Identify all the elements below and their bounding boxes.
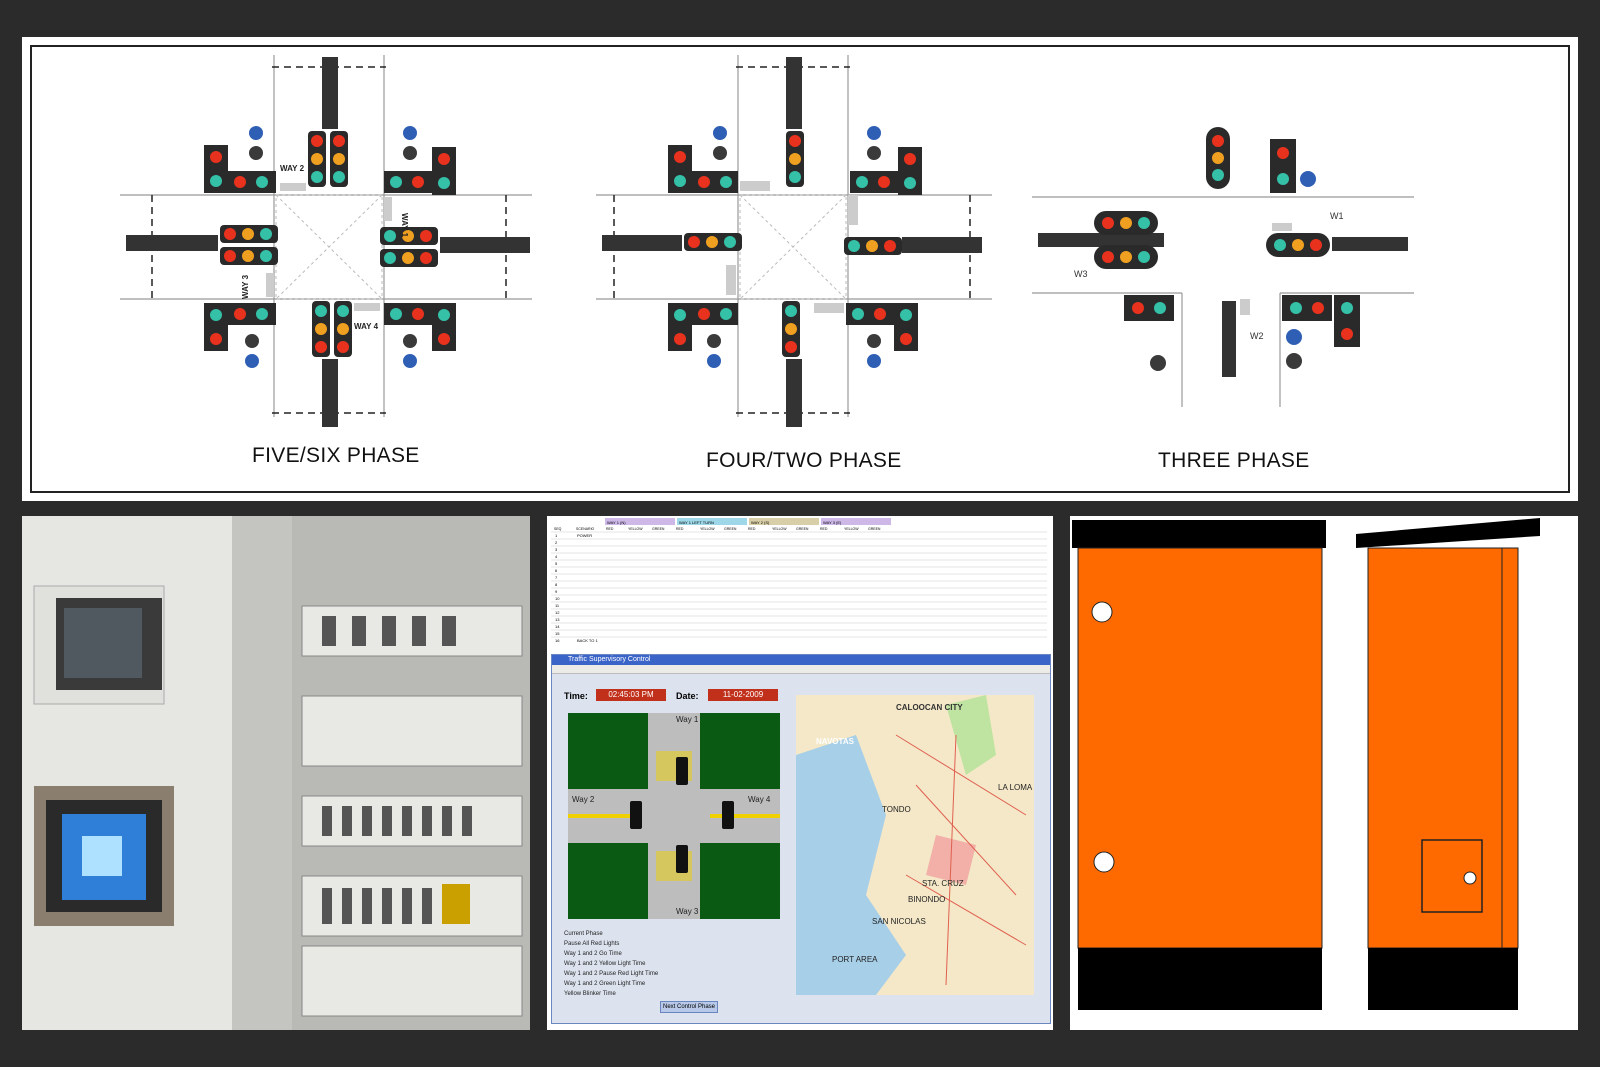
w3-label: W3	[1074, 269, 1088, 279]
control-cabinet-illustration	[22, 516, 530, 1030]
time-label: Time:	[564, 691, 588, 701]
table-col-header: GREEN	[724, 527, 737, 531]
table-group-label: WAY 1 (N)	[607, 520, 626, 525]
table-group-header	[677, 518, 747, 525]
table-seq-cell: 10	[555, 596, 560, 601]
table-col-header: YELLOW	[628, 527, 643, 531]
table-group-label: WAY 3 (E)	[823, 520, 842, 525]
four-two-phase-diagram	[596, 55, 992, 427]
table-col-header: RED	[820, 527, 828, 531]
way-2-label: WAY 2	[280, 164, 305, 173]
enclosure-drawing	[1072, 518, 1540, 1010]
table-col-header: SCENARIO	[576, 527, 595, 531]
time-display: 02:45:03 PM	[596, 689, 666, 701]
table-seq-cell: 16	[555, 638, 560, 643]
table-scenario-cell: BACK TO 1	[577, 638, 599, 643]
way-2-view-label: Way 2	[572, 795, 595, 804]
status-row: Way 1 and 2 Yellow Light Time	[564, 961, 646, 967]
status-row: Current Phase	[564, 931, 603, 937]
map-label-tondo: TONDO	[882, 805, 911, 814]
map-label-sta-cruz: STA. CRUZ	[922, 879, 964, 888]
table-col-header: GREEN	[652, 527, 665, 531]
table-seq-cell: 2	[555, 540, 558, 545]
table-seq-cell: 4	[555, 554, 558, 559]
table-col-header: YELLOW	[844, 527, 859, 531]
status-row: Way 1 and 2 Pause Red Light Time	[564, 971, 659, 977]
way-1-view-label: Way 1	[676, 715, 699, 724]
way-3-label: WAY 3	[241, 274, 250, 299]
phase-diagrams-svg: WAY 2 WAY 1 WAY 3 WAY 4	[120, 55, 1414, 427]
table-group-header	[605, 518, 675, 525]
table-seq-cell: 6	[555, 568, 558, 573]
table-seq-cell: 7	[555, 575, 558, 580]
table-seq-cell: 1	[555, 533, 558, 538]
table-seq-cell: 8	[555, 582, 558, 587]
sequence-table-cells: WAY 1 (N) WAY 1 LEFT TURN WAY 2 (S) WAY 3 (…	[551, 518, 1047, 643]
five-six-phase-diagram	[120, 55, 532, 427]
table-col-header: RED	[606, 527, 614, 531]
table-col-header: GREEN	[796, 527, 809, 531]
city-map	[796, 695, 1034, 995]
table-seq-cell: 12	[555, 610, 560, 615]
four-two-phase-caption: FOUR/TWO PHASE	[706, 449, 902, 472]
three-phase-caption: THREE PHASE	[1158, 449, 1310, 472]
table-seq-cell: 15	[555, 631, 560, 636]
table-col-header: GREEN	[868, 527, 881, 531]
table-group-label: WAY 1 LEFT TURN	[679, 520, 714, 525]
intersection-view	[568, 713, 780, 919]
way-4-label: WAY 4	[354, 322, 379, 331]
table-group-header	[821, 518, 891, 525]
table-scenario-cell: POWER	[577, 533, 592, 538]
way-1-label: WAY 1	[400, 213, 409, 238]
enclosure-side-view	[1356, 518, 1540, 1010]
app-title-bar: Traffic Supervisory Control	[552, 655, 1050, 665]
table-seq-cell: 13	[555, 617, 560, 622]
status-row: Way 1 and 2 Green Light Time	[564, 981, 646, 987]
map-label-san-nicolas: SAN NICOLAS	[872, 917, 926, 926]
table-group-header	[749, 518, 819, 525]
table-seq-cell: 3	[555, 547, 558, 552]
control-cabinet-photo	[22, 516, 530, 1030]
status-row: Yellow Blinker Time	[564, 991, 616, 997]
table-seq-cell: 5	[555, 561, 558, 566]
way-4-view-label: Way 4	[748, 795, 771, 804]
table-col-header: RED	[748, 527, 756, 531]
table-col-header: YELLOW	[772, 527, 787, 531]
supervisory-software-panel: WAY 1 (N) WAY 1 LEFT TURN WAY 2 (S) WAY 3 (…	[547, 516, 1053, 1030]
sequence-table: WAY 1 (N) WAY 1 LEFT TURN WAY 2 (S) WAY 3 (…	[547, 516, 1053, 652]
table-group-label: WAY 2 (S)	[751, 520, 770, 525]
w2-label: W2	[1250, 331, 1264, 341]
table-col-header: YELLOW	[700, 527, 715, 531]
map-label-navotas: NAVOTAS	[816, 737, 854, 746]
table-seq-cell: 14	[555, 624, 560, 629]
map-label-la-loma: LA LOMA	[998, 783, 1033, 792]
phase-diagrams-panel: WAY 2 WAY 1 WAY 3 WAY 4	[22, 37, 1578, 501]
app-menu-bar	[552, 665, 1050, 674]
table-seq-cell: 9	[555, 589, 558, 594]
date-label: Date:	[676, 691, 699, 701]
supervisory-app-window: Traffic Supervisory Control Time: 02:45:…	[551, 654, 1051, 1024]
three-phase-diagram	[1032, 127, 1414, 407]
phase-diagrams-frame	[30, 45, 1570, 493]
map-label-binondo: BINONDO	[908, 895, 946, 904]
way-3-view-label: Way 3	[676, 907, 699, 916]
table-col-header: RED	[676, 527, 684, 531]
table-seq-cell: 11	[555, 603, 560, 608]
map-label-port-area: PORT AREA	[832, 955, 878, 964]
next-phase-button[interactable]: Next Control Phase	[660, 1001, 718, 1013]
five-six-phase-caption: FIVE/SIX PHASE	[252, 444, 420, 467]
date-display: 11-02-2009	[708, 689, 778, 701]
table-col-header: SEQ	[554, 527, 562, 531]
enclosure-front-view	[1072, 520, 1326, 1010]
status-row: Pause All Red Lights	[564, 941, 620, 947]
map-label-caloocan: CALOOCAN CITY	[896, 703, 963, 712]
w1-label: W1	[1330, 211, 1344, 221]
enclosure-drawing-panel	[1070, 516, 1578, 1030]
status-row: Way 1 and 2 Go Time	[564, 951, 622, 957]
